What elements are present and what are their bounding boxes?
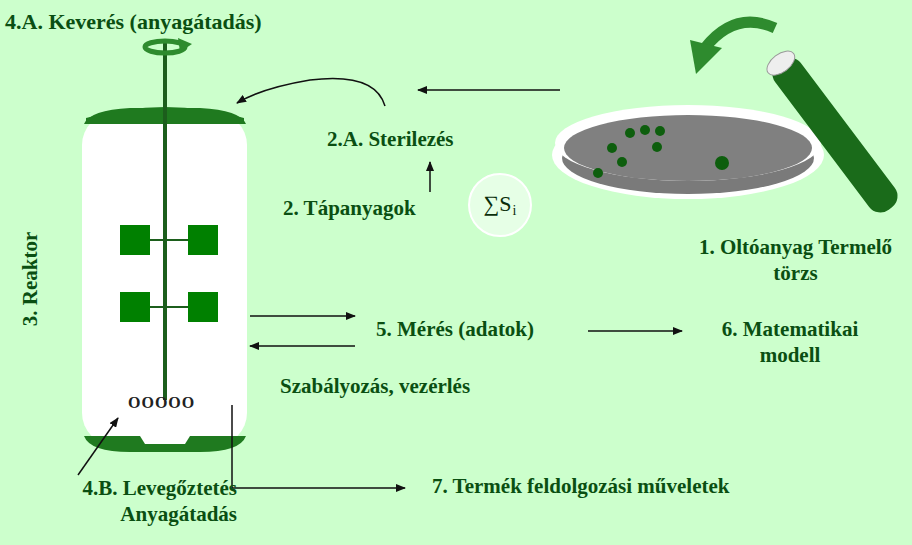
stirrer — [120, 38, 218, 400]
step-label: 2. Tápanyagok — [283, 195, 416, 221]
subscript-index: i — [513, 203, 517, 218]
step-label: 1. Oltóanyag Termelő törzs — [688, 234, 903, 287]
sum-symbol: ∑S — [484, 191, 512, 216]
nutrient-sum-circle: ∑Si — [468, 173, 532, 237]
reactor-vessel-node: 3. Reaktor — [82, 113, 247, 445]
inoculation-arrow — [690, 22, 775, 74]
step-label: 2.A. Sterilezés — [327, 126, 454, 152]
step-label: Szabályozás, vezérlés — [280, 373, 470, 399]
petri-dish — [552, 105, 824, 199]
reactor-label: 3. Reaktor — [18, 232, 43, 326]
step-label: 7. Termék feldolgozási műveletek — [432, 473, 729, 499]
step-label: 5. Mérés (adatok) — [376, 316, 534, 342]
step-label: 4.B. Levegőztetés Anyagátadás — [22, 475, 237, 528]
sum-text: ∑Si — [484, 191, 517, 219]
diagram-title: 4.A. Keverés (anyagátadás) — [5, 8, 262, 36]
step-label: 6. Matematikai modell — [695, 316, 885, 369]
inoculation-tube — [763, 46, 904, 218]
sparger-holes: OOOOO — [128, 393, 195, 413]
